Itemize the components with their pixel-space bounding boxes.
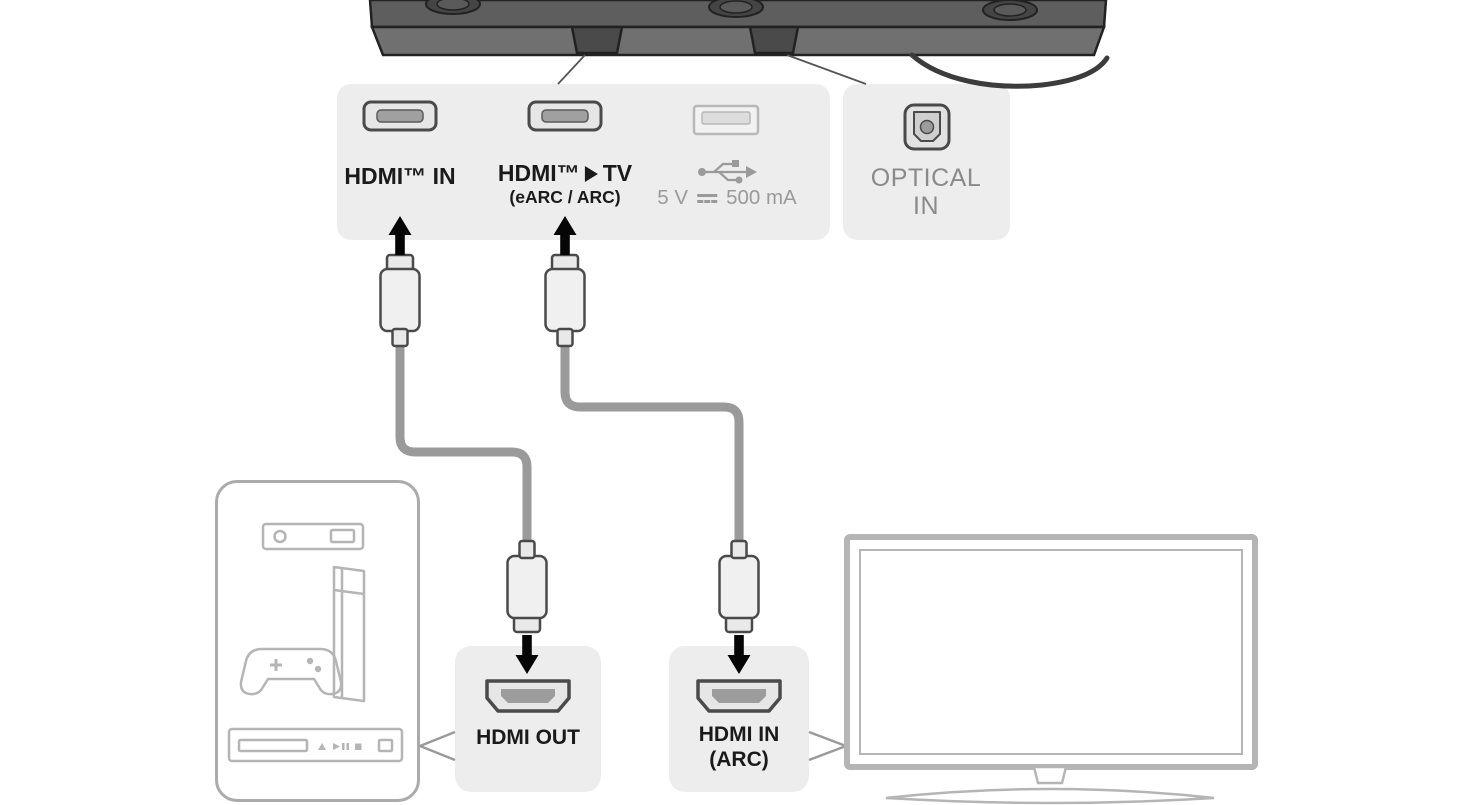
- right-triangle-icon: [584, 165, 598, 182]
- usb-voltage: 5 V: [657, 186, 689, 209]
- game-console-icon: [332, 565, 366, 703]
- hdmi-in-arc-label-line1: HDMI IN: [698, 723, 780, 746]
- hdmi-tv-label-prefix: HDMI™: [497, 160, 580, 186]
- usb-rating-label: 5 V 500 mA: [657, 186, 796, 210]
- callout-wedge-left: [418, 730, 456, 762]
- hdmi-plug-up-right: [544, 253, 586, 348]
- usb-current: 500 mA: [726, 186, 797, 209]
- arrow-up-icon: [553, 216, 577, 255]
- usb-port-icon: [692, 104, 760, 136]
- callout-line-left: [557, 54, 586, 85]
- arrow-down-icon: [515, 635, 539, 674]
- settop-box-icon: [261, 522, 365, 551]
- hdmi-plug-down-right: [718, 539, 760, 634]
- dc-symbol-icon: [697, 193, 718, 203]
- hdmi-port-icon: [527, 100, 603, 132]
- hdmi-in-arc-label: HDMI IN (ARC): [699, 722, 780, 772]
- hdmi-plug-down-left: [506, 539, 548, 634]
- hdmi-tv-label-suffix: TV: [602, 160, 633, 186]
- hdmi-in-arc-label-line2: (ARC): [709, 748, 769, 772]
- hdmi-cable-right: [560, 342, 744, 545]
- hdmi-cable-left: [395, 342, 532, 545]
- arrow-down-icon: [727, 635, 751, 674]
- soundbar-port-notch: [570, 25, 624, 55]
- soundbar-foot-icon: [425, 0, 1038, 21]
- hdmi-port-icon: [696, 679, 782, 713]
- hdmi-port-icon: [362, 100, 438, 132]
- gamepad-icon: [239, 647, 343, 696]
- hdmi-port-icon: [485, 679, 571, 713]
- hdmi-in-port-label: HDMI™ IN: [344, 163, 456, 189]
- optical-in-label-line1: OPTICAL: [870, 164, 982, 192]
- tv-icon: [844, 534, 1258, 805]
- source-devices-box: [215, 480, 420, 802]
- power-cable: [909, 52, 1110, 89]
- callout-wedge-right: [808, 730, 848, 762]
- optical-port-icon: [903, 103, 951, 151]
- soundbar: [368, 0, 1110, 89]
- hdmi-tv-port-label: HDMI™ TV: [498, 160, 632, 187]
- usb-trident-icon: [698, 160, 757, 184]
- soundbar-optical-notch: [748, 25, 800, 55]
- optical-in-label: OPTICAL IN: [871, 164, 981, 220]
- arrow-up-icon: [388, 216, 412, 255]
- earc-arc-label: (eARC / ARC): [509, 187, 621, 207]
- callout-line-right: [786, 54, 867, 85]
- optical-in-label-line2: IN: [912, 192, 939, 220]
- disc-player-icon: [227, 727, 404, 763]
- hdmi-out-label: HDMI OUT: [476, 726, 580, 749]
- hdmi-plug-up-left: [379, 253, 421, 348]
